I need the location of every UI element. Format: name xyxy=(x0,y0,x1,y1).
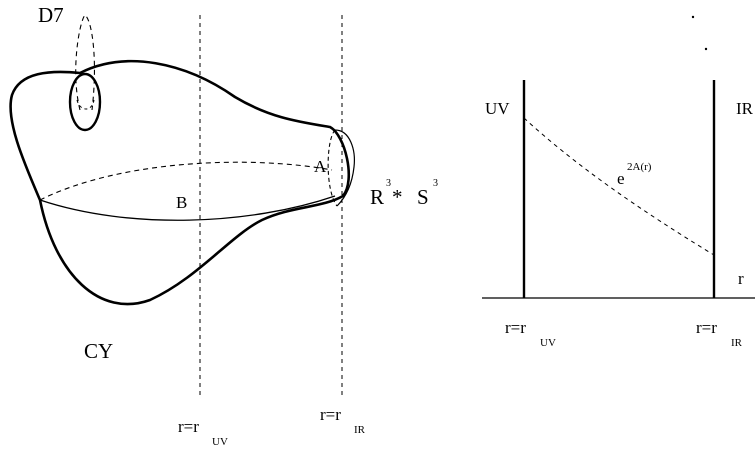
uv-cut-label: r=r UV xyxy=(178,417,228,448)
point-b-label: B xyxy=(176,193,187,212)
svg-text:S: S xyxy=(417,185,429,209)
solid-front-curve xyxy=(39,195,336,221)
svg-text:IR: IR xyxy=(731,337,743,349)
uv-tick-label: r=r UV xyxy=(505,318,556,349)
svg-text:r=r: r=r xyxy=(320,405,341,424)
d7-ellipse xyxy=(68,72,102,132)
tip-ellipse-solid xyxy=(334,129,355,207)
svg-text:r=r: r=r xyxy=(178,417,199,436)
d7-dashed-loop xyxy=(75,14,96,111)
ir-cut-label: r=r IR xyxy=(320,405,366,436)
tip-ellipse-dashed xyxy=(327,129,338,207)
svg-text:r=r: r=r xyxy=(505,318,526,337)
svg-text:UV: UV xyxy=(540,337,556,349)
axis-label-r: r xyxy=(738,269,744,288)
svg-text:IR: IR xyxy=(354,424,366,436)
d7-small-cup xyxy=(76,99,95,110)
svg-text:2A(r): 2A(r) xyxy=(627,161,652,173)
warp-factor-curve xyxy=(523,117,715,256)
dot-mark xyxy=(691,15,695,19)
warp-factor-diagram: UV IR e 2A(r) r r=r UV r=r IR xyxy=(482,15,755,349)
svg-text:*: * xyxy=(392,185,403,209)
svg-text:3: 3 xyxy=(433,178,438,189)
point-a-label: A xyxy=(314,157,327,176)
calabi-yau-diagram: D7 A B R 3 * S 3 CY r=r UV r=r IR xyxy=(9,3,438,448)
svg-text:3: 3 xyxy=(386,178,391,189)
dashed-back-curve xyxy=(39,161,333,201)
ir-tick-label: r=r IR xyxy=(696,318,743,349)
svg-text:R: R xyxy=(370,185,384,209)
svg-text:e: e xyxy=(617,169,625,188)
uv-wall-label: UV xyxy=(485,99,510,118)
d7-label: D7 xyxy=(38,3,64,27)
cy-outline xyxy=(9,59,351,306)
ir-wall-label: IR xyxy=(736,99,754,118)
dot-mark xyxy=(704,47,708,51)
svg-text:r=r: r=r xyxy=(696,318,717,337)
tip-label: R 3 * S 3 xyxy=(370,178,438,209)
svg-text:UV: UV xyxy=(212,436,228,448)
cy-label: CY xyxy=(84,339,113,363)
warp-factor-label: e 2A(r) xyxy=(617,161,652,188)
